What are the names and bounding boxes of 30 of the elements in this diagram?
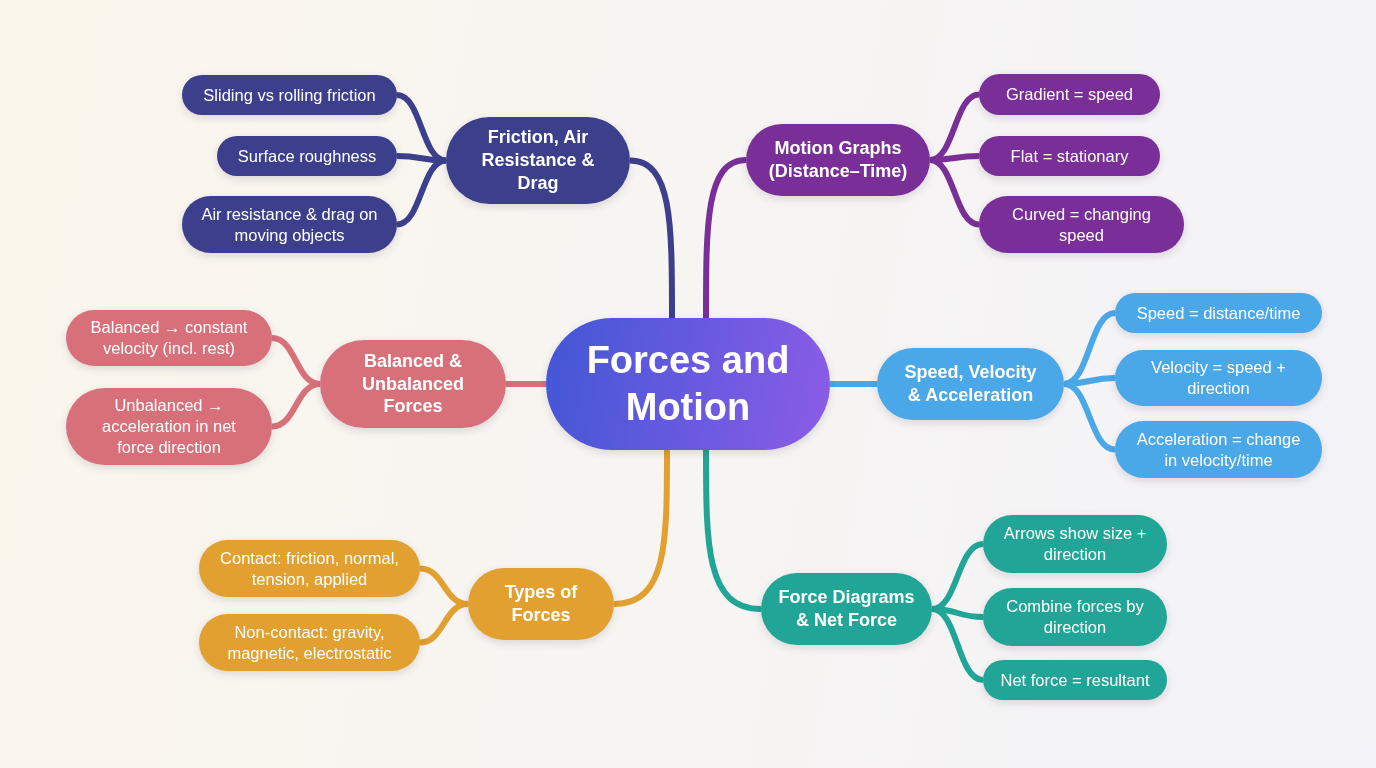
connector-line <box>271 381 321 430</box>
connector-line <box>419 601 469 646</box>
subtopic-node: Balanced → constant velocity (incl. rest) <box>66 310 272 366</box>
branch-topic-node: Types of Forces <box>468 568 614 640</box>
branch-topic-node: Motion Graphs (Distance–Time) <box>746 124 930 196</box>
branch-topic-node: Friction, Air Resistance & Drag <box>446 117 630 204</box>
subtopic-node: Curved = changing speed <box>979 196 1184 253</box>
subtopic-node: Acceleration = change in velocity/time <box>1115 421 1322 478</box>
central-topic-node: Forces and Motion <box>546 318 830 450</box>
subtopic-node: Net force = resultant <box>983 660 1167 700</box>
subtopic-node: Non-contact: gravity, magnetic, electrostatic <box>199 614 420 671</box>
connector-line <box>613 450 670 607</box>
subtopic-node: Arrows show size + direction <box>983 515 1167 573</box>
subtopic-node: Air resistance & drag on moving objects <box>182 196 397 253</box>
subtopic-node: Surface roughness <box>217 136 397 176</box>
subtopic-node: Speed = distance/time <box>1115 293 1322 333</box>
subtopic-node: Flat = stationary <box>979 136 1160 176</box>
branch-topic-node: Speed, Velocity & Acceleration <box>877 348 1064 420</box>
subtopic-node: Gradient = speed <box>979 74 1160 115</box>
subtopic-node: Sliding vs rolling friction <box>182 75 397 115</box>
connector-line <box>396 153 447 164</box>
branch-topic-node: Balanced & Unbalanced Forces <box>320 340 506 428</box>
connector-line <box>506 381 546 387</box>
subtopic-node: Combine forces by direction <box>983 588 1167 646</box>
subtopic-node: Velocity = speed + direction <box>1115 350 1322 406</box>
subtopic-node: Unbalanced → acceleration in net force direction <box>66 388 272 465</box>
connector-line <box>703 450 762 612</box>
branch-topic-node: Force Diagrams & Net Force <box>761 573 932 645</box>
connector-line <box>830 381 877 387</box>
subtopic-node: Contact: friction, normal, tension, applied <box>199 540 420 597</box>
